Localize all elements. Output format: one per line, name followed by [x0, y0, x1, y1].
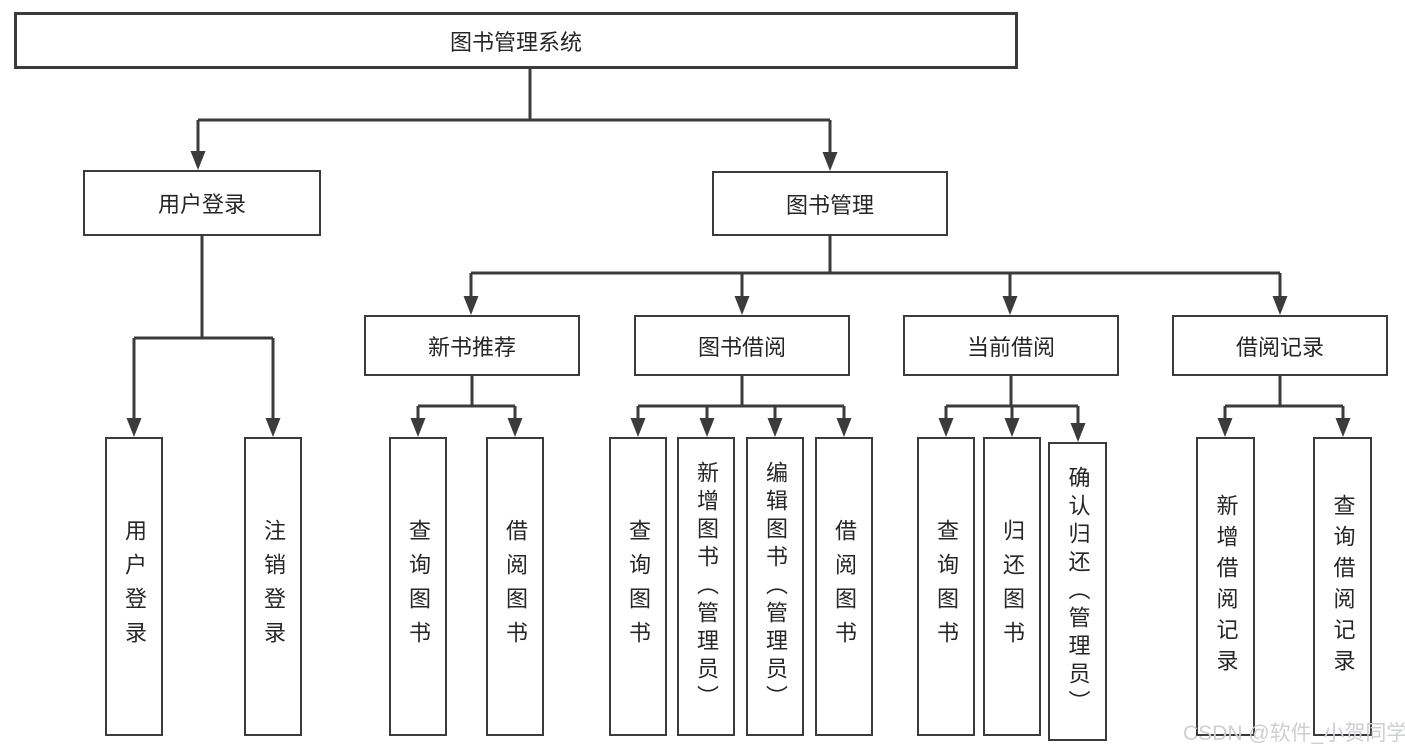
- leaf-borrow-books: 借阅图书: [815, 437, 873, 736]
- node-label: 新书推荐: [427, 334, 516, 360]
- node-label: 当前借阅: [966, 334, 1055, 360]
- leaf-label: 借阅图书: [503, 518, 528, 655]
- leaf-label: 查询图书: [626, 518, 651, 655]
- leaf-borrow-books-recommend: 借阅图书: [486, 437, 544, 736]
- leaf-add-books-admin: 新增图书（管理员）: [677, 437, 735, 736]
- watermark: CSDN @软件_小贺同学: [1183, 722, 1405, 745]
- node-new-book-recommend: 新书推荐: [364, 315, 580, 376]
- leaf-label: 新增借阅记录: [1213, 493, 1239, 680]
- leaf-edit-books-admin: 编辑图书（管理员）: [746, 437, 804, 736]
- node-label: 借阅记录: [1235, 334, 1324, 360]
- node-label: 图书借阅: [697, 334, 786, 360]
- node-label: 图书管理: [785, 192, 874, 218]
- leaf-label: 查询借阅记录: [1330, 493, 1356, 680]
- leaf-label: 归还图书: [1000, 518, 1025, 655]
- connector-paths: [132, 68, 1345, 425]
- node-book-borrow: 图书借阅: [634, 315, 850, 376]
- leaf-confirm-return-admin: 确认归还（管理员）: [1048, 442, 1107, 741]
- leaf-label: 查询图书: [934, 518, 959, 655]
- leaf-user-login: 用户登录: [105, 437, 163, 736]
- node-user-login: 用户登录: [83, 170, 321, 236]
- leaf-label: 查询图书: [406, 518, 431, 655]
- leaf-label: 确认归还（管理员）: [1065, 465, 1091, 718]
- leaf-query-borrow-record: 查询借阅记录: [1313, 437, 1372, 736]
- node-book-management: 图书管理: [712, 171, 948, 236]
- leaf-label: 新增图书（管理员）: [694, 460, 719, 713]
- node-label: 图书管理系统: [449, 29, 582, 55]
- leaf-logout: 注销登录: [244, 437, 302, 736]
- leaf-label: 编辑图书（管理员）: [763, 460, 788, 713]
- leaf-query-books-current: 查询图书: [917, 437, 975, 736]
- leaf-label: 注销登录: [261, 518, 286, 655]
- leaf-query-books-recommend: 查询图书: [389, 437, 447, 736]
- leaf-query-books-borrow: 查询图书: [609, 437, 667, 736]
- node-library-management-system: 图书管理系统: [14, 12, 1018, 69]
- node-current-borrow: 当前借阅: [903, 315, 1119, 376]
- arrowheads: [126, 151, 1351, 442]
- leaf-add-borrow-record: 新增借阅记录: [1196, 437, 1255, 736]
- node-borrow-records: 借阅记录: [1172, 315, 1388, 376]
- leaf-return-books: 归还图书: [983, 437, 1041, 736]
- node-label: 用户登录: [157, 192, 246, 217]
- leaf-label: 用户登录: [122, 518, 147, 655]
- leaf-label: 借阅图书: [832, 518, 857, 655]
